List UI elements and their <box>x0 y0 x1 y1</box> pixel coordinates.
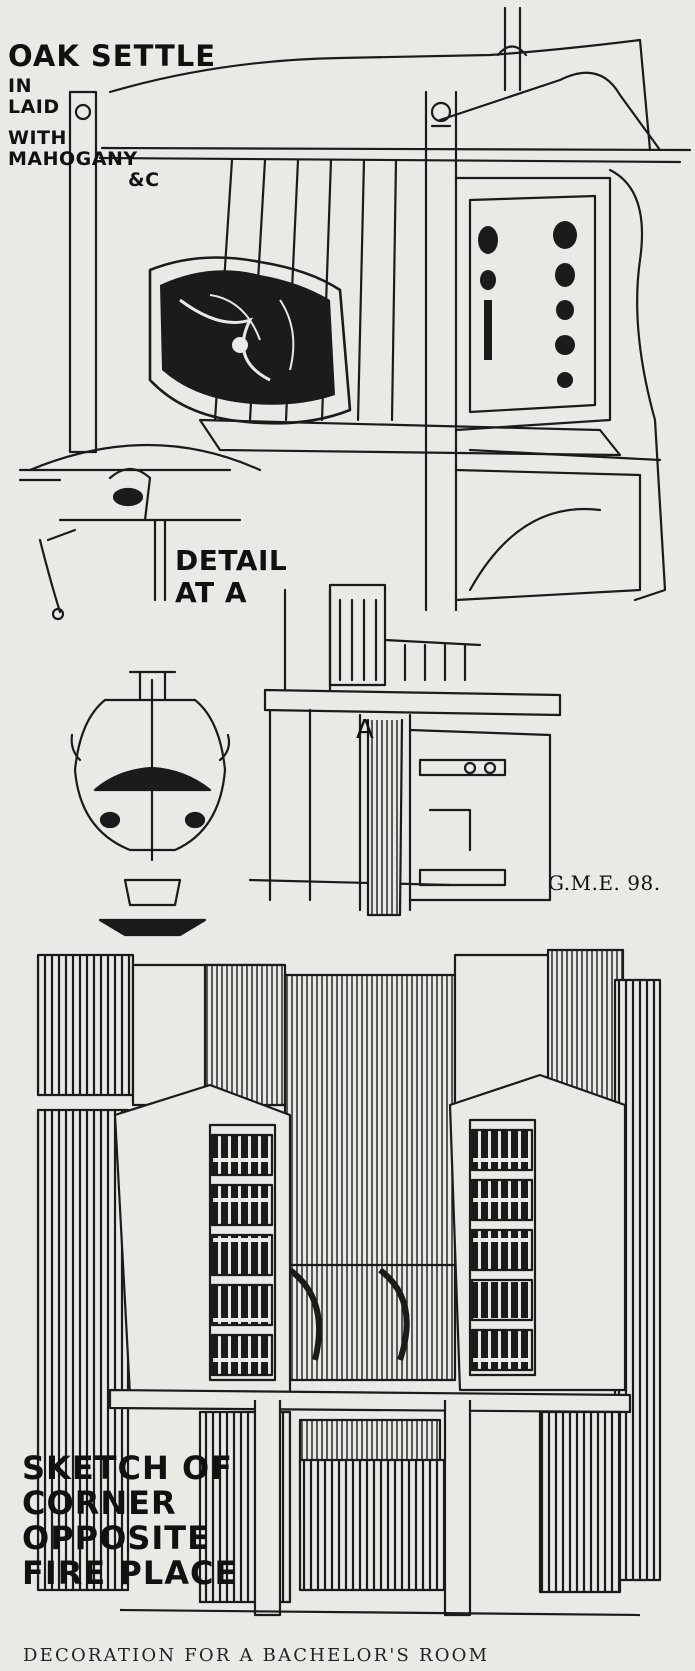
settle-title-line: IN <box>8 75 32 97</box>
cabinet-detail-drawing <box>248 583 562 917</box>
corner-title-line: FIRE PLACE <box>22 1554 238 1592</box>
corner-title-line: OPPOSITE <box>22 1519 210 1557</box>
corner-bookcases-drawing <box>36 948 662 1617</box>
settle-drawing <box>28 6 692 612</box>
hanging-lamp-drawing <box>18 467 242 937</box>
settle-title-line: LAID <box>8 96 60 118</box>
settle-title-line: MAHOGANY <box>8 148 138 170</box>
artist-monogram: G.M.E. 98. <box>548 871 661 895</box>
detail-marker: A <box>356 715 375 745</box>
page-caption: DECORATION FOR A BACHELOR'S ROOM <box>23 1645 490 1666</box>
settle-title-line: &C <box>128 169 160 191</box>
settle-title-line: WITH <box>8 127 67 149</box>
corner-title-line: SKETCH OF <box>22 1449 233 1487</box>
detail-title: DETAIL AT A <box>175 547 287 611</box>
corner-title-line: CORNER <box>22 1484 177 1522</box>
detail-title-line: DETAIL <box>175 544 288 577</box>
settle-title-line: OAK SETTLE <box>8 39 217 73</box>
panel-ornament <box>478 221 577 388</box>
corner-title: SKETCH OF CORNER OPPOSITE FIRE PLACE <box>22 1452 237 1592</box>
cushion-pattern <box>160 270 335 405</box>
settle-title: OAK SETTLE IN LAID WITH MAHOGANY &C <box>8 42 216 190</box>
detail-title-line: AT A <box>175 576 248 609</box>
